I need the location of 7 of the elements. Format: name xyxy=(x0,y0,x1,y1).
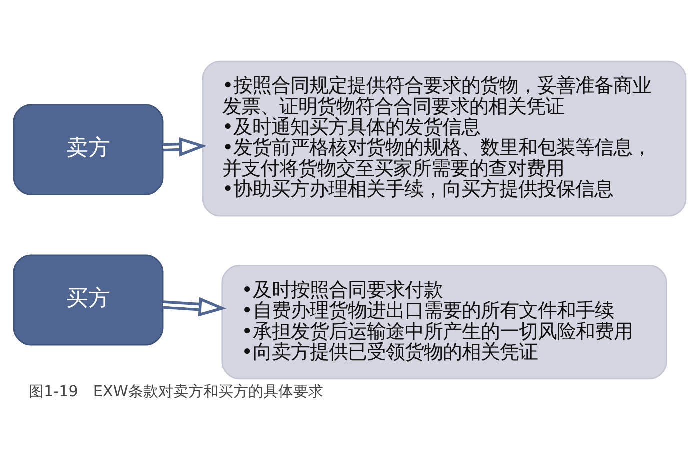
caption: 图1-19 EXW条款对卖方和买方的具体要求 xyxy=(28,382,324,400)
arrow xyxy=(162,296,227,316)
node-box: •及时按照合同要求付款 •自费办理货物进出口需要的所有文件和手续 •承担发货后运输途中所产生的一切风险和费用 •向卖方提供已受领货物的相关凭证 xyxy=(222,264,668,380)
node-box: 卖方 xyxy=(13,104,164,195)
node-box: 买方 xyxy=(13,254,164,346)
node-box: •按照合同规定提供符合要求的货物，妥善准备商业发票、证明货物符合合同要求的相关凭证 •及时通知买方具体的发货信息 •发货前严格核对货物的规格、数里和包装等信息，并支付将货物交至买家所需要的查对费用 •协助买方办理相关手续，向买方提供投保信息 xyxy=(202,60,687,216)
arrow xyxy=(162,136,207,156)
